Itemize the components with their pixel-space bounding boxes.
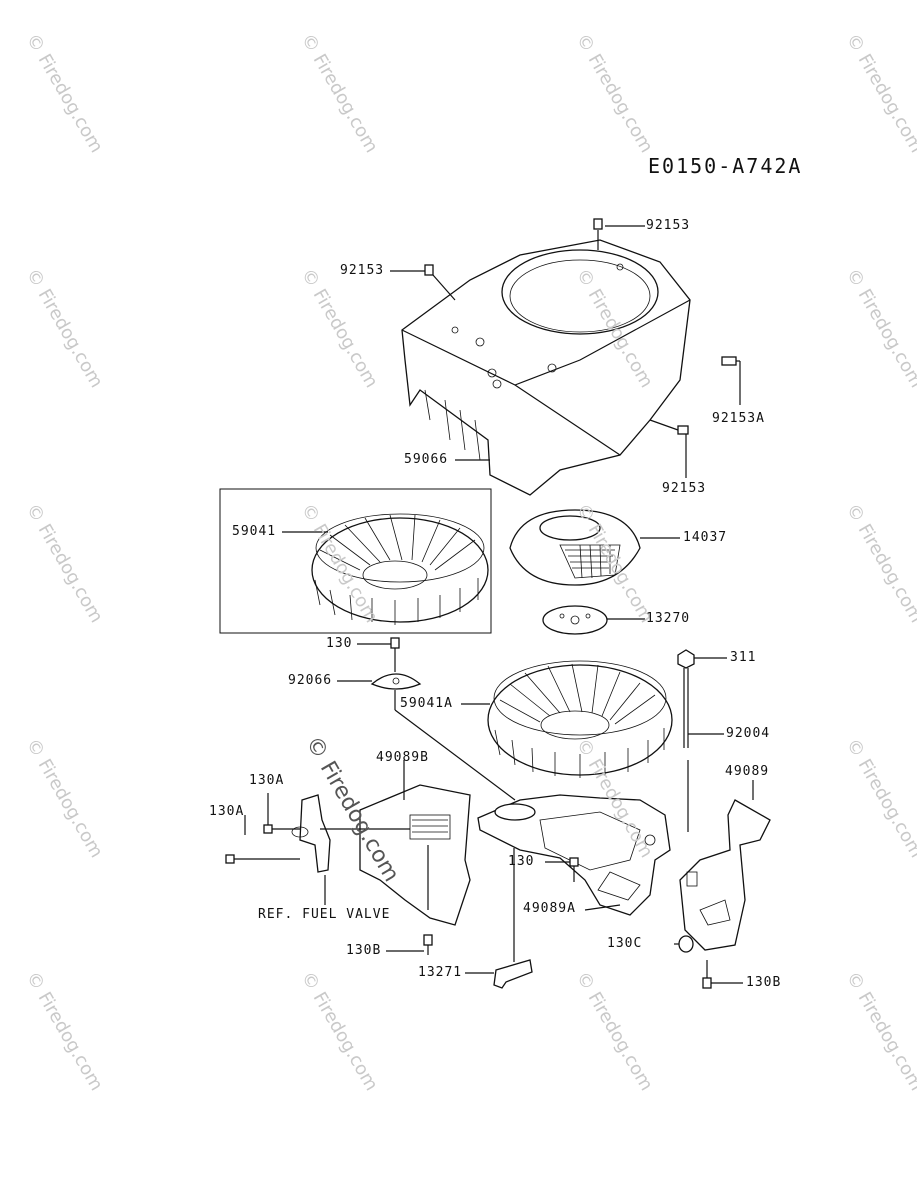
washer-92066 [370, 673, 422, 690]
label-92153-top[interactable]: 92153 [646, 218, 691, 233]
label-59041A[interactable]: 59041A [400, 696, 453, 711]
baffle-plate-49089A [477, 794, 671, 916]
cooling-fan-59041 [311, 513, 489, 625]
label-14037[interactable]: 14037 [683, 530, 728, 545]
bolt-130A-upper [263, 793, 273, 834]
label-49089A[interactable]: 49089A [523, 901, 576, 916]
baffle-49089 [679, 799, 771, 951]
bolt-130A-lower [225, 854, 235, 864]
bolt-92153-left [424, 264, 434, 276]
bolt-130C [678, 935, 694, 953]
bolt-130B-left [423, 934, 433, 955]
nut-311 [677, 649, 695, 669]
label-ref-fuel-valve[interactable]: REF. FUEL VALVE [258, 907, 391, 922]
label-130B-left[interactable]: 130B [346, 943, 382, 958]
diagram-code: E0150-A742A [648, 154, 803, 178]
label-130B-right[interactable]: 130B [746, 975, 782, 990]
label-130C[interactable]: 130C [607, 936, 643, 951]
label-13271[interactable]: 13271 [418, 965, 463, 980]
bolt-92153-right [677, 425, 689, 435]
bolt-130-mid [569, 857, 579, 867]
rotating-screen-14037 [509, 509, 641, 586]
fan-box-frame [219, 488, 492, 634]
label-311[interactable]: 311 [730, 650, 757, 665]
label-49089[interactable]: 49089 [725, 764, 770, 779]
label-59041[interactable]: 59041 [232, 524, 277, 539]
plate-13270 [542, 605, 608, 635]
label-130-mid[interactable]: 130 [508, 854, 535, 869]
label-49089B[interactable]: 49089B [376, 750, 429, 765]
bolt-92153A [721, 356, 737, 366]
baffle-49089B [359, 784, 471, 926]
bolt-130B-right [702, 977, 712, 989]
fan-housing-shroud [401, 239, 691, 496]
bolt-92153-top [593, 218, 603, 230]
leader-lines [234, 225, 754, 984]
bracket-13271 [493, 959, 533, 989]
bolt-130-top [390, 637, 400, 672]
label-92153A[interactable]: 92153A [712, 411, 765, 426]
label-130A-lower[interactable]: 130A [209, 804, 245, 819]
label-130A-upper[interactable]: 130A [249, 773, 285, 788]
label-92153-right[interactable]: 92153 [662, 481, 707, 496]
label-13270[interactable]: 13270 [646, 611, 691, 626]
fuel-valve-bracket [291, 794, 331, 873]
label-130-top[interactable]: 130 [326, 636, 353, 651]
label-92066[interactable]: 92066 [288, 673, 333, 688]
cooling-fan-59041A [487, 660, 673, 778]
label-59066[interactable]: 59066 [404, 452, 449, 467]
label-92004[interactable]: 92004 [726, 726, 771, 741]
stud-92004 [683, 668, 689, 748]
label-92153-left[interactable]: 92153 [340, 263, 385, 278]
